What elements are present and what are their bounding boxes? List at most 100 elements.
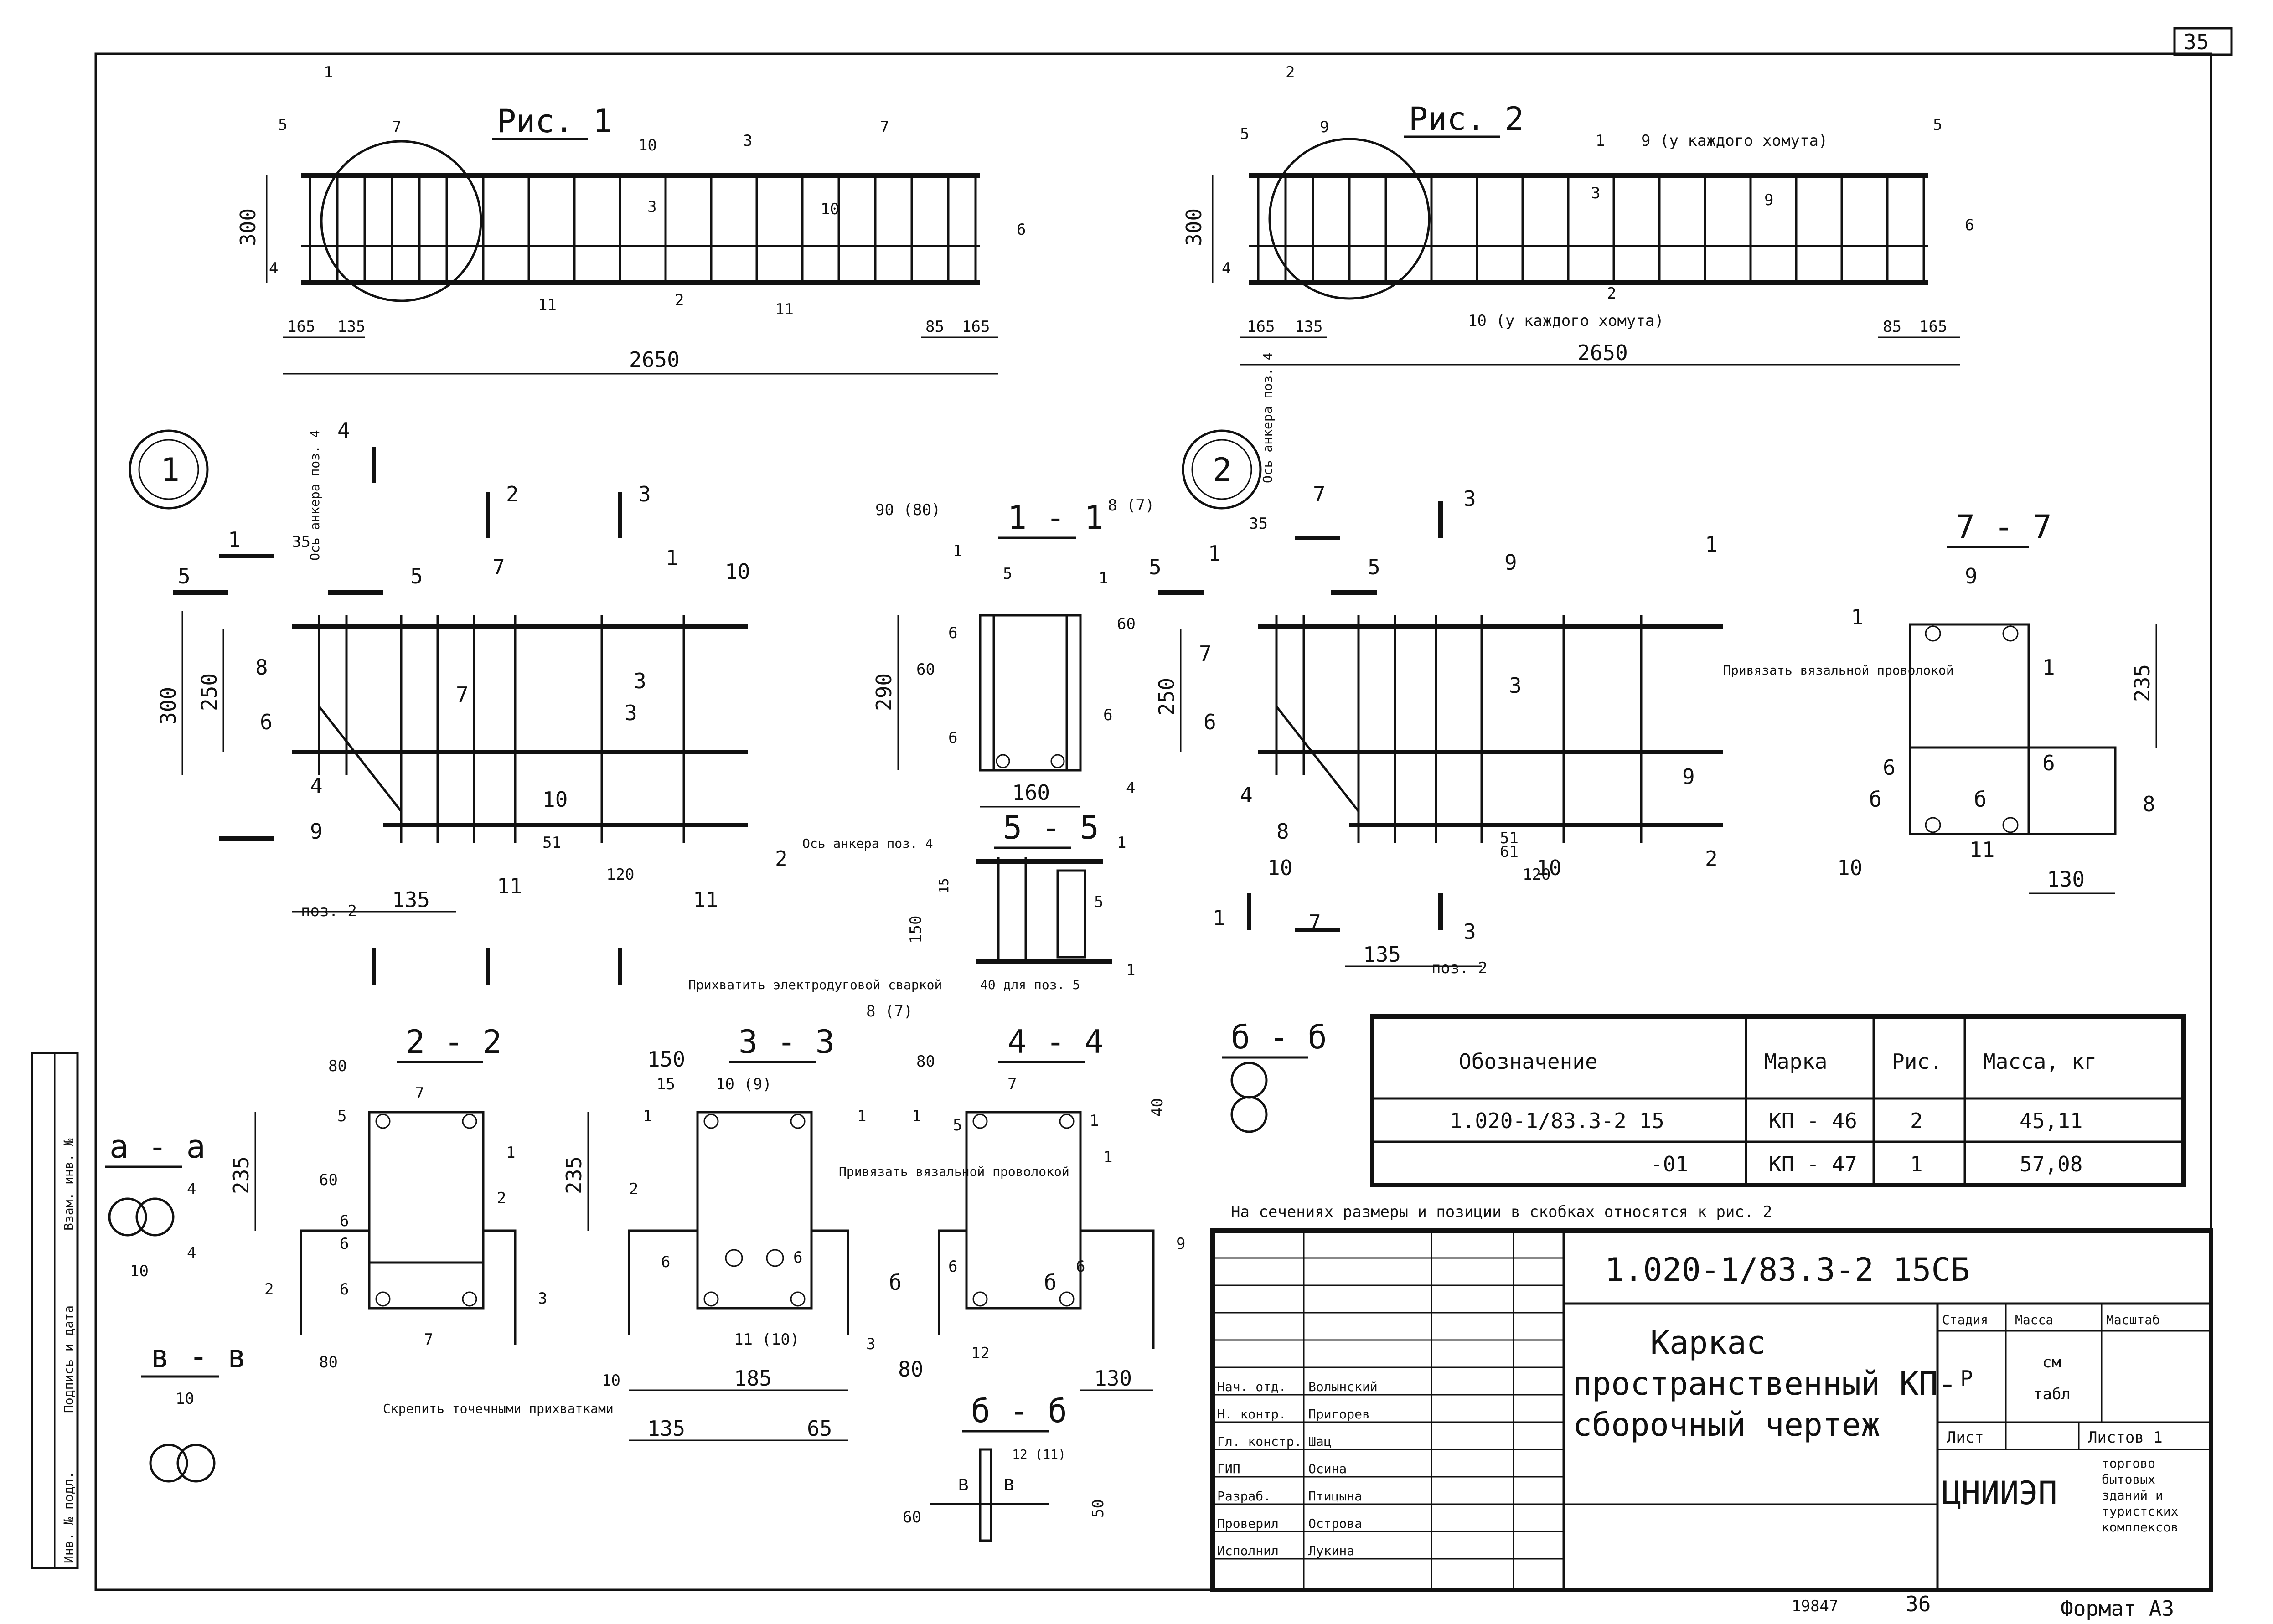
svg-text:Ось анкера поз. 4: Ось анкера поз. 4	[1260, 352, 1275, 483]
svg-text:2: 2	[1910, 1108, 1923, 1133]
svg-text:120: 120	[1523, 866, 1550, 884]
svg-text:б: б	[1974, 787, 1987, 812]
svg-text:Волынский: Волынский	[1308, 1379, 1378, 1394]
svg-text:1 - 1: 1 - 1	[1007, 499, 1104, 536]
svg-text:1: 1	[643, 1107, 652, 1125]
svg-text:Привязать вязальной проволокой: Привязать вязальной проволокой	[839, 1164, 1069, 1179]
svg-text:9: 9	[1176, 1235, 1185, 1253]
format-label: Формат А3	[2061, 1596, 2174, 1621]
svg-text:Масштаб: Масштаб	[2106, 1312, 2160, 1327]
svg-text:см: см	[2042, 1353, 2061, 1371]
svg-text:6: 6	[948, 1258, 957, 1276]
svg-text:8 (7): 8 (7)	[866, 1002, 913, 1021]
svg-text:130: 130	[1094, 1366, 1132, 1391]
fig1-elevation: Рис. 1 300 2650 165 135 85 165 1	[236, 63, 1026, 375]
svg-text:5 - 5: 5 - 5	[1003, 809, 1099, 846]
svg-text:3: 3	[638, 482, 651, 506]
svg-text:Лукина: Лукина	[1308, 1543, 1354, 1558]
svg-text:-01: -01	[1650, 1152, 1688, 1176]
svg-text:9: 9	[1764, 191, 1773, 209]
sheet-number: 35	[2184, 30, 2209, 54]
section-a-a: а - а 4 10 4	[105, 1128, 206, 1280]
svg-text:80: 80	[328, 1057, 347, 1075]
svg-text:11: 11	[693, 887, 718, 912]
svg-text:Привязать вязальной проволокой: Привязать вязальной проволокой	[1723, 663, 1954, 678]
svg-text:11: 11	[1969, 837, 1994, 862]
svg-text:Нач. отд.: Нач. отд.	[1217, 1379, 1286, 1394]
section-3-3: 3 - 3 235 150 15 10 185 135 65 10 (9) 1 …	[383, 1023, 1069, 1441]
svg-text:10: 10	[638, 136, 657, 155]
svg-text:4: 4	[1126, 779, 1135, 797]
section-7-7: 7 - 7 235 130 9 1 1 6 6 8 10 11 б б	[1837, 508, 2157, 894]
svg-text:б: б	[889, 1270, 902, 1295]
svg-text:40: 40	[1148, 1098, 1167, 1117]
svg-text:Стадия: Стадия	[1942, 1312, 1988, 1327]
org-logo: ЦНИИЭП	[1942, 1474, 2057, 1512]
svg-text:Н. контр.: Н. контр.	[1217, 1407, 1286, 1422]
svg-text:Птицына: Птицына	[1308, 1489, 1362, 1504]
svg-text:80: 80	[916, 1052, 935, 1071]
svg-text:1: 1	[912, 1107, 921, 1125]
svg-text:7: 7	[392, 118, 401, 136]
svg-text:12 (11): 12 (11)	[1012, 1447, 1066, 1462]
svg-text:185: 185	[734, 1366, 772, 1391]
section-2-2: 2 - 2 235 80 60 80 7 5 1 6 6 6 2 2 3 7	[229, 1023, 547, 1371]
svg-text:Разраб.: Разраб.	[1217, 1489, 1271, 1504]
svg-text:165: 165	[1247, 318, 1275, 336]
svg-text:57,08: 57,08	[2020, 1152, 2082, 1176]
svg-text:15: 15	[656, 1075, 675, 1093]
svg-text:1: 1	[1851, 605, 1864, 629]
svg-text:3 - 3: 3 - 3	[739, 1023, 835, 1061]
outer-frame	[94, 52, 2212, 1591]
spec-header-mark: Марка	[1764, 1049, 1827, 1074]
svg-text:90 (80): 90 (80)	[875, 501, 940, 519]
svg-text:1: 1	[1090, 1112, 1099, 1130]
svg-text:1: 1	[1208, 541, 1221, 566]
svg-text:в - в: в - в	[150, 1338, 247, 1375]
svg-text:135: 135	[1295, 318, 1322, 336]
svg-text:7: 7	[424, 1330, 433, 1349]
svg-text:150: 150	[907, 916, 925, 943]
svg-text:9: 9	[1965, 564, 1978, 588]
svg-text:60: 60	[319, 1171, 338, 1189]
spec-header-mass: Масса, кг	[1983, 1049, 2097, 1074]
side-stamp: Инв. № подл. Подпись и дата Взам. инв. №	[31, 1052, 79, 1569]
fig2-title: Рис. 2	[1409, 100, 1524, 138]
svg-text:235: 235	[229, 1156, 253, 1194]
svg-text:комплексов: комплексов	[2102, 1520, 2179, 1535]
svg-text:5: 5	[1149, 555, 1162, 579]
svg-text:10: 10	[602, 1371, 620, 1390]
svg-text:б - б: б - б	[1231, 1019, 1327, 1056]
svg-text:поз. 2: поз. 2	[1431, 959, 1488, 977]
svg-text:Прихватить электродуговой свар: Прихватить электродуговой сваркой	[688, 977, 942, 992]
svg-text:50: 50	[1089, 1499, 1107, 1518]
svg-text:4 - 4: 4 - 4	[1007, 1023, 1104, 1061]
svg-text:6: 6	[340, 1280, 349, 1299]
svg-text:250: 250	[1154, 678, 1179, 716]
svg-text:7: 7	[1308, 910, 1321, 935]
svg-text:51: 51	[542, 834, 561, 852]
svg-text:1: 1	[1103, 1148, 1112, 1166]
svg-text:Проверил: Проверил	[1217, 1516, 1279, 1531]
svg-text:Лист: Лист	[1947, 1428, 1984, 1447]
svg-text:3: 3	[1463, 919, 1476, 944]
svg-text:6: 6	[1965, 216, 1974, 234]
svg-text:8: 8	[2143, 792, 2155, 816]
fig2-elevation: Рис. 2 300 2650 165 135 85 165 9 (у кажд…	[1182, 63, 1974, 366]
svg-text:7: 7	[880, 118, 889, 136]
svg-text:6: 6	[1017, 221, 1026, 239]
svg-text:2: 2	[1286, 63, 1295, 82]
svg-text:300: 300	[236, 208, 260, 246]
svg-text:2: 2	[1705, 846, 1718, 871]
svg-text:6: 6	[1103, 706, 1112, 724]
svg-text:40 для поз. 5: 40 для поз. 5	[980, 977, 1080, 992]
svg-text:9: 9	[310, 819, 323, 844]
svg-text:45,11: 45,11	[2020, 1108, 2082, 1133]
svg-text:Масса: Масса	[2015, 1312, 2053, 1327]
sections-note: На сечениях размеры и позиции в скобках …	[1231, 1203, 1772, 1221]
svg-text:235: 235	[2130, 664, 2154, 702]
svg-text:1: 1	[1910, 1152, 1923, 1176]
svg-text:бытовых: бытовых	[2102, 1472, 2155, 1487]
fig2-detail-circle	[1268, 138, 1431, 300]
spec-header-fig: Рис.	[1892, 1049, 1942, 1074]
